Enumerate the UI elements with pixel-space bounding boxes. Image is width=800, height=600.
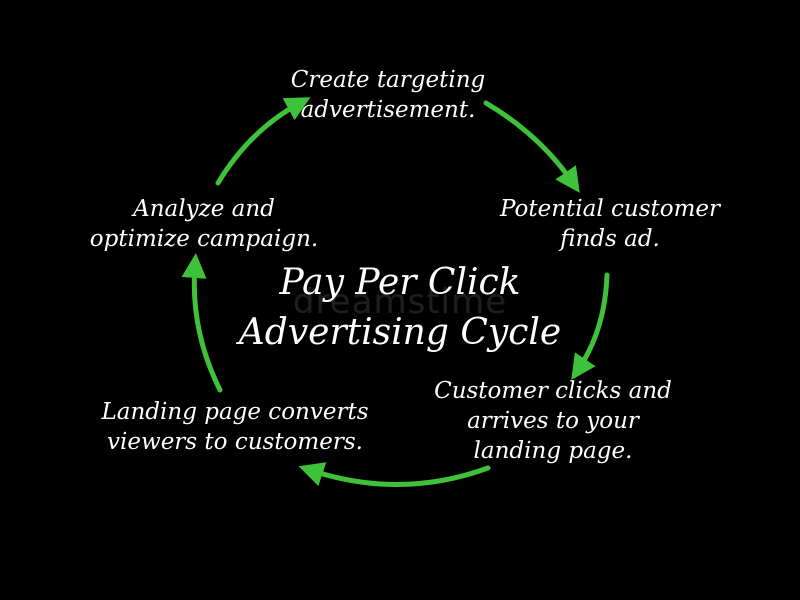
step-text-line: Analyze and xyxy=(133,196,275,222)
step-customer-clicks: Customer clicks and arrives to your land… xyxy=(418,376,688,466)
arrow-step1-to-step2 xyxy=(483,100,580,193)
step-landing-page-converts: Landing page converts viewers to custome… xyxy=(85,397,385,457)
step-text-line: Landing page converts xyxy=(101,399,369,425)
step-text-line: finds ad. xyxy=(560,226,660,252)
watermark: dreamstime xyxy=(292,282,508,322)
step-text-line: optimize campaign. xyxy=(89,226,319,252)
step-text-line: Potential customer xyxy=(499,196,721,222)
step-create-targeting-ad: Create targeting advertisement. xyxy=(238,65,538,125)
step-text-line: landing page. xyxy=(473,438,633,464)
step-analyze-optimize: Analyze and optimize campaign. xyxy=(75,194,333,254)
step-text-line: advertisement. xyxy=(300,97,476,123)
arrow-step5-to-step1 xyxy=(215,97,311,186)
arrow-step2-to-step3 xyxy=(571,272,610,380)
step-text-line: arrives to your xyxy=(467,408,639,434)
arrow-step3-to-step4 xyxy=(298,462,491,487)
arrow-step4-to-step5 xyxy=(181,253,223,393)
step-text-line: Create targeting xyxy=(290,67,486,93)
step-text-line: viewers to customers. xyxy=(107,429,363,455)
title-line: Pay Per Click xyxy=(279,262,521,303)
diagram-title: Pay Per Click Advertising Cycle xyxy=(200,258,600,358)
step-text-line: Customer clicks and xyxy=(434,378,672,404)
step-customer-finds-ad: Potential customer finds ad. xyxy=(480,194,740,254)
title-line: Advertising Cycle xyxy=(238,312,562,353)
